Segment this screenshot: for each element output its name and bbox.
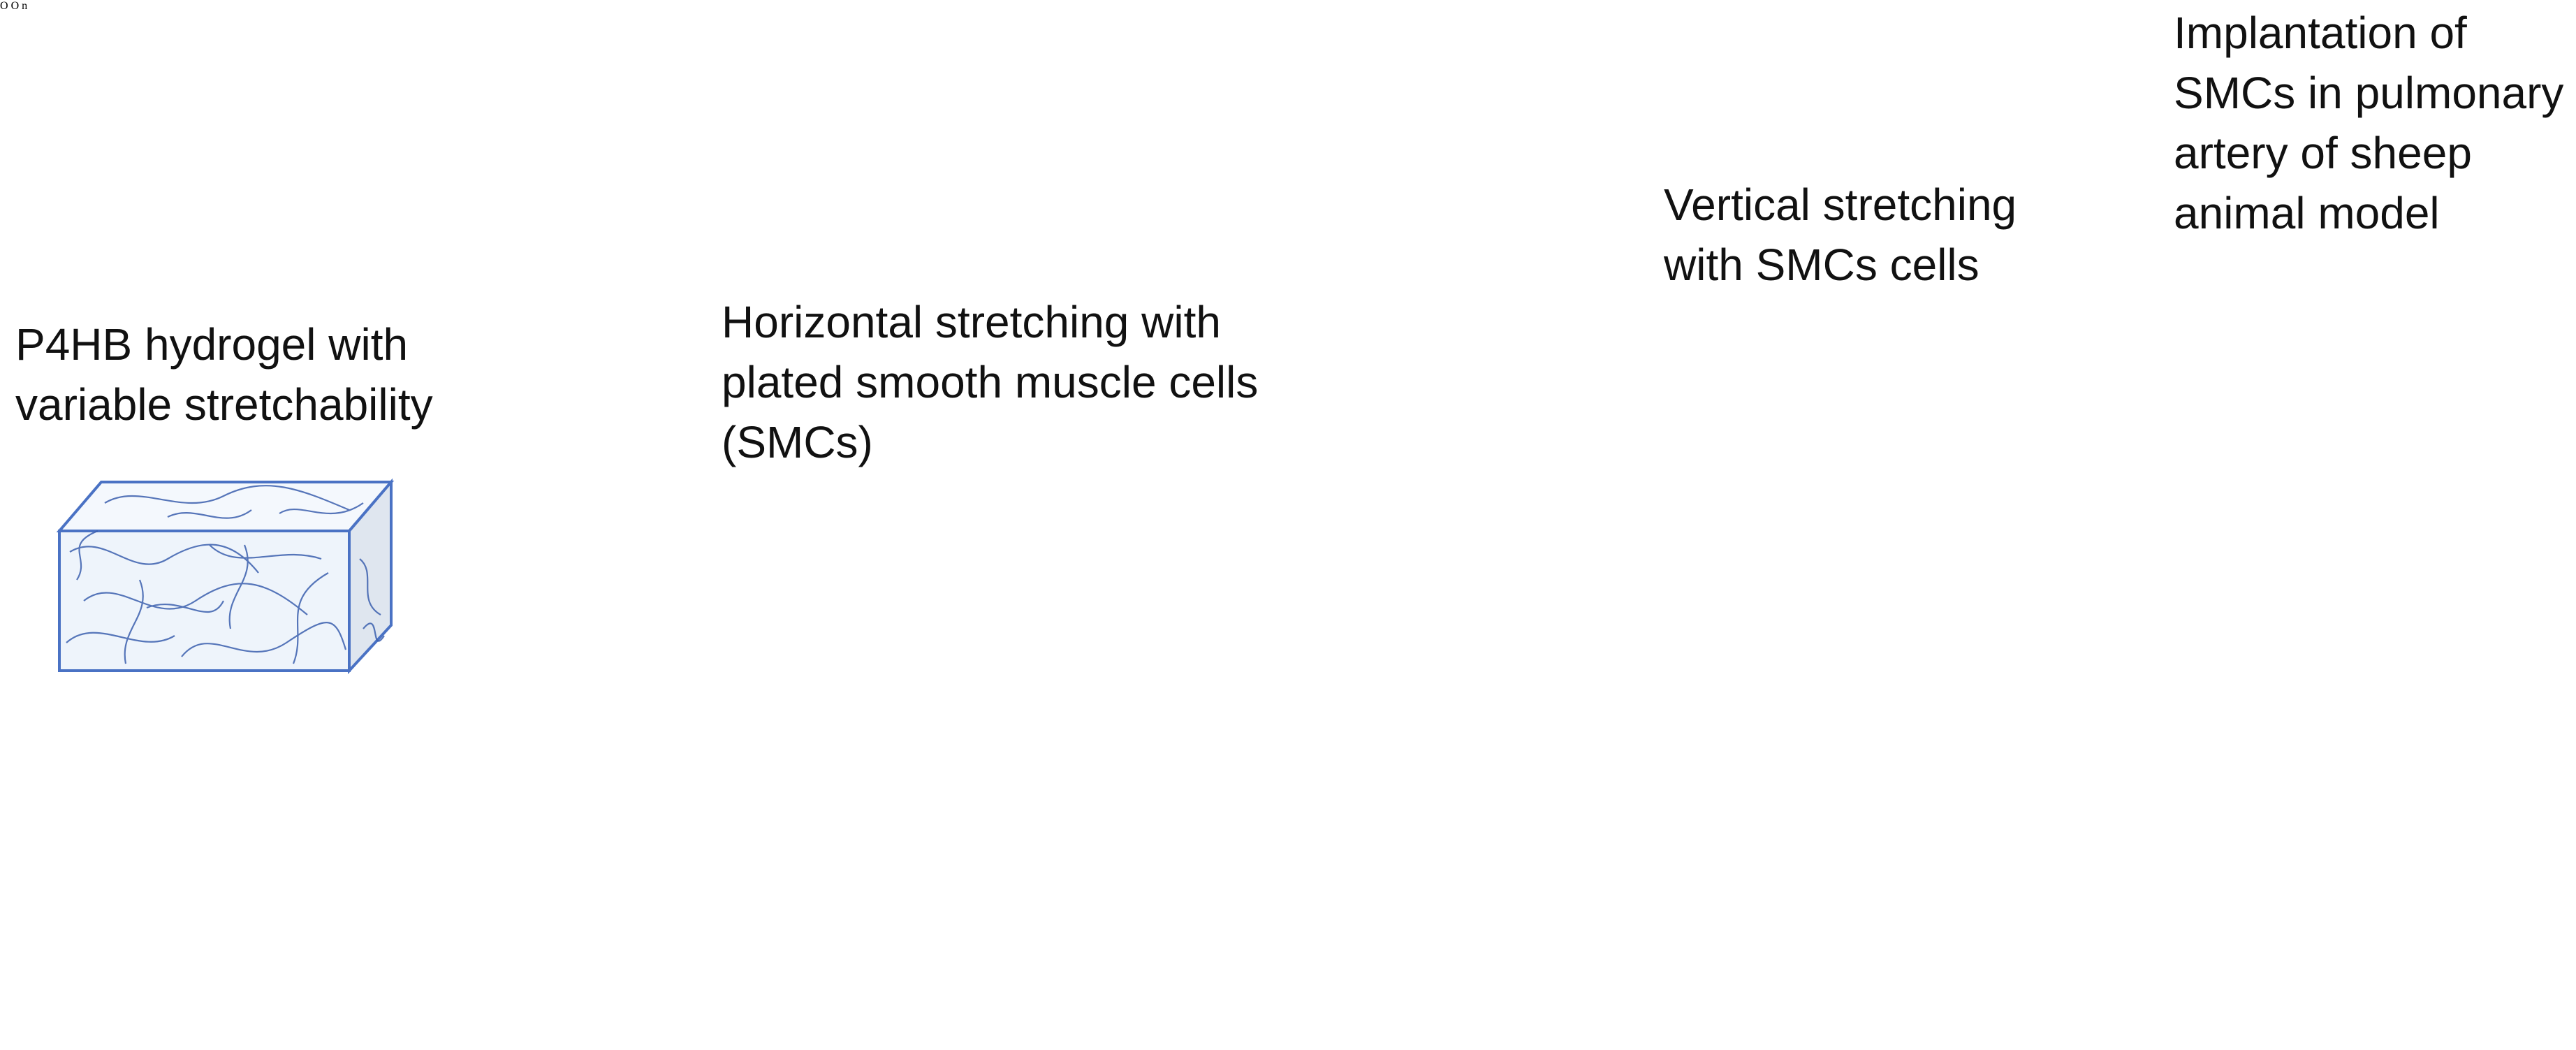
vertical-label: Vertical stretching with SMCs cells — [1664, 175, 2017, 295]
horizontal-label-line-3: (SMCs) — [722, 417, 873, 467]
horizontal-label: Horizontal stretching with plated smooth… — [722, 292, 1258, 472]
implantation-label: Implantation of SMCs in pulmonary artery… — [2174, 3, 2563, 243]
hydrogel-label: P4HB hydrogel with variable stretchabili… — [15, 314, 433, 435]
repeat-subscript: n — [22, 0, 28, 12]
implantation-label-line-3: artery of sheep — [2174, 128, 2472, 178]
vertical-label-line-1: Vertical stretching — [1664, 180, 2017, 230]
horizontal-label-line-2: plated smooth muscle cells — [722, 357, 1259, 407]
implantation-label-line-4: animal model — [2174, 188, 2440, 238]
hydrogel-label-line-2: variable stretchability — [15, 379, 433, 430]
implantation-label-line-2: SMCs in pulmonary — [2174, 68, 2564, 118]
hydrogel-label-line-1: P4HB hydrogel with — [15, 319, 409, 370]
carbonyl-oxygen: O — [0, 0, 8, 12]
ether-oxygen: O — [10, 0, 20, 12]
hydrogel-block — [56, 478, 395, 675]
horizontal-label-line-1: Horizontal stretching with — [722, 297, 1221, 347]
vertical-label-line-2: with SMCs cells — [1664, 240, 1979, 290]
implantation-label-line-1: Implantation of — [2174, 8, 2467, 58]
